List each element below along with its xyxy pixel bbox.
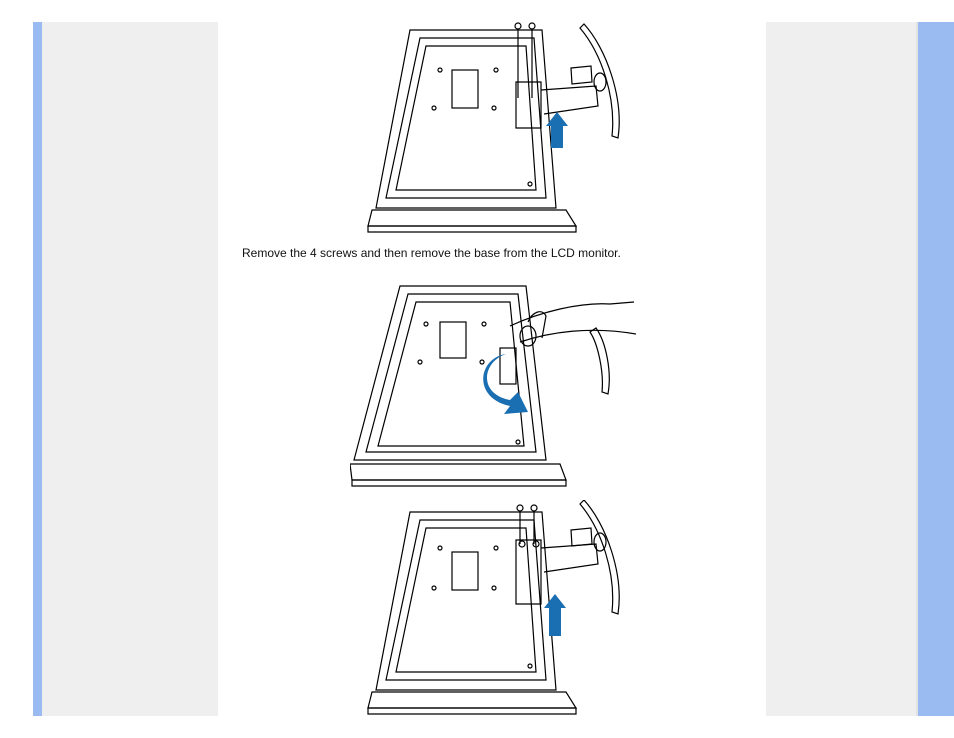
figure-monitor-back-lift-base [367,22,620,233]
figure-monitor-back-unscrew [350,285,636,487]
left-accent-stripe [33,22,42,716]
right-accent-stripe [918,22,954,716]
right-side-panel [766,22,916,716]
main-content [218,22,766,716]
right-panel-edge [916,22,918,716]
figure-monitor-back-remove-screws [367,500,620,715]
instruction-caption: Remove the 4 screws and then remove the … [242,246,621,260]
left-side-panel [42,22,218,716]
